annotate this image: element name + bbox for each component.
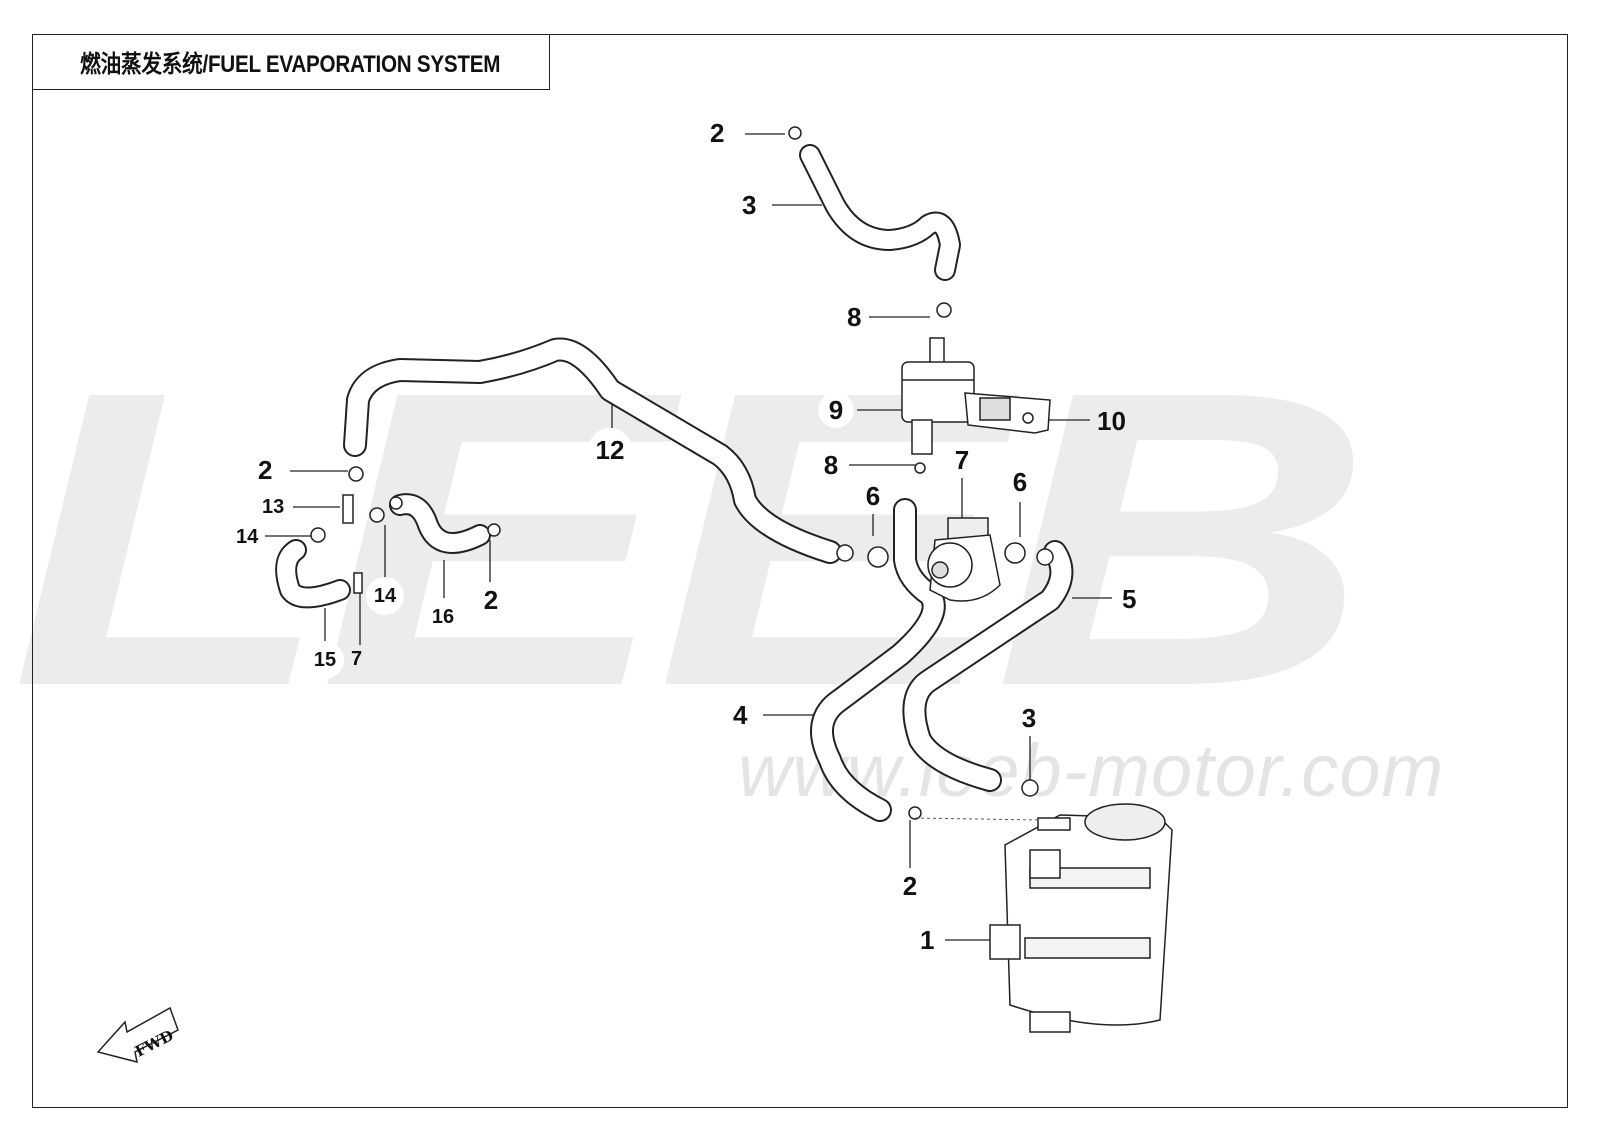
purge-valve (927, 517, 1001, 602)
hose-4 (810, 498, 946, 822)
clamp-2-left (348, 466, 364, 482)
callout-6-right: 6 (1002, 464, 1038, 500)
clamp-2-top (788, 126, 802, 140)
callout-2-top: 2 (710, 118, 725, 148)
clamp-3-bottom (1021, 779, 1039, 797)
callout-3-bottom: 3 (1011, 700, 1047, 736)
watermark-brand: LEEB (10, 305, 1373, 774)
callout-5: 5 (1122, 584, 1137, 614)
charcoal-canister (989, 803, 1173, 1033)
clamp-2-right (487, 523, 501, 537)
clamp-14-mid (369, 507, 385, 523)
callout-8-mid: 8 (813, 447, 849, 483)
callout-3-top: 3 (742, 190, 757, 220)
callout-4: 4 (733, 700, 748, 730)
hose-3-top (799, 144, 961, 281)
hose-16 (389, 493, 491, 554)
hose-5 (902, 540, 1074, 792)
hose-12 (343, 337, 842, 564)
fuel-filter (901, 337, 975, 455)
callout-14-mid: 14 (366, 577, 404, 615)
callout-6-left: 6 (855, 478, 891, 514)
page-title: 燃油蒸发系统/FUEL EVAPORATION SYSTEM (80, 51, 501, 78)
fitting-16 (389, 496, 403, 510)
callout-8-top: 8 (847, 302, 862, 332)
clamp-6-right (1004, 542, 1026, 564)
bracket (964, 392, 1051, 434)
callout-7-left: 7 (351, 648, 363, 670)
clamp-8-top (936, 302, 952, 318)
fittings (310, 126, 1054, 820)
callout-12: 12 (588, 428, 632, 472)
part-7-left (353, 572, 363, 594)
callout-1: 1 (920, 925, 935, 955)
title-box: 燃油蒸发系统/FUEL EVAPORATION SYSTEM (32, 34, 550, 90)
hose-end-12 (836, 544, 854, 562)
hose-end-5 (1036, 548, 1054, 566)
callout-9: 9 (818, 392, 854, 428)
connector-13 (342, 494, 354, 524)
callout-13: 13 (262, 496, 285, 518)
callout-10: 10 (1097, 406, 1126, 436)
drawing-frame (32, 34, 1568, 1108)
callout-2-left: 2 (258, 455, 273, 485)
callout-15: 15 (306, 641, 344, 679)
clamp-14-left (310, 527, 326, 543)
clamp-6-left (867, 546, 889, 568)
fwd-arrow: FWD (96, 1006, 179, 1064)
connection-line (914, 817, 1041, 821)
callout-2-bottom: 2 (892, 868, 928, 904)
hose-15 (275, 539, 351, 609)
clamp-2-bottom (908, 806, 922, 820)
callout-2-right: 2 (473, 582, 509, 618)
callout-16: 16 (424, 598, 462, 636)
clamp-8-mid (914, 462, 926, 474)
callout-7: 7 (944, 442, 980, 478)
callout-14-left: 14 (236, 526, 259, 548)
